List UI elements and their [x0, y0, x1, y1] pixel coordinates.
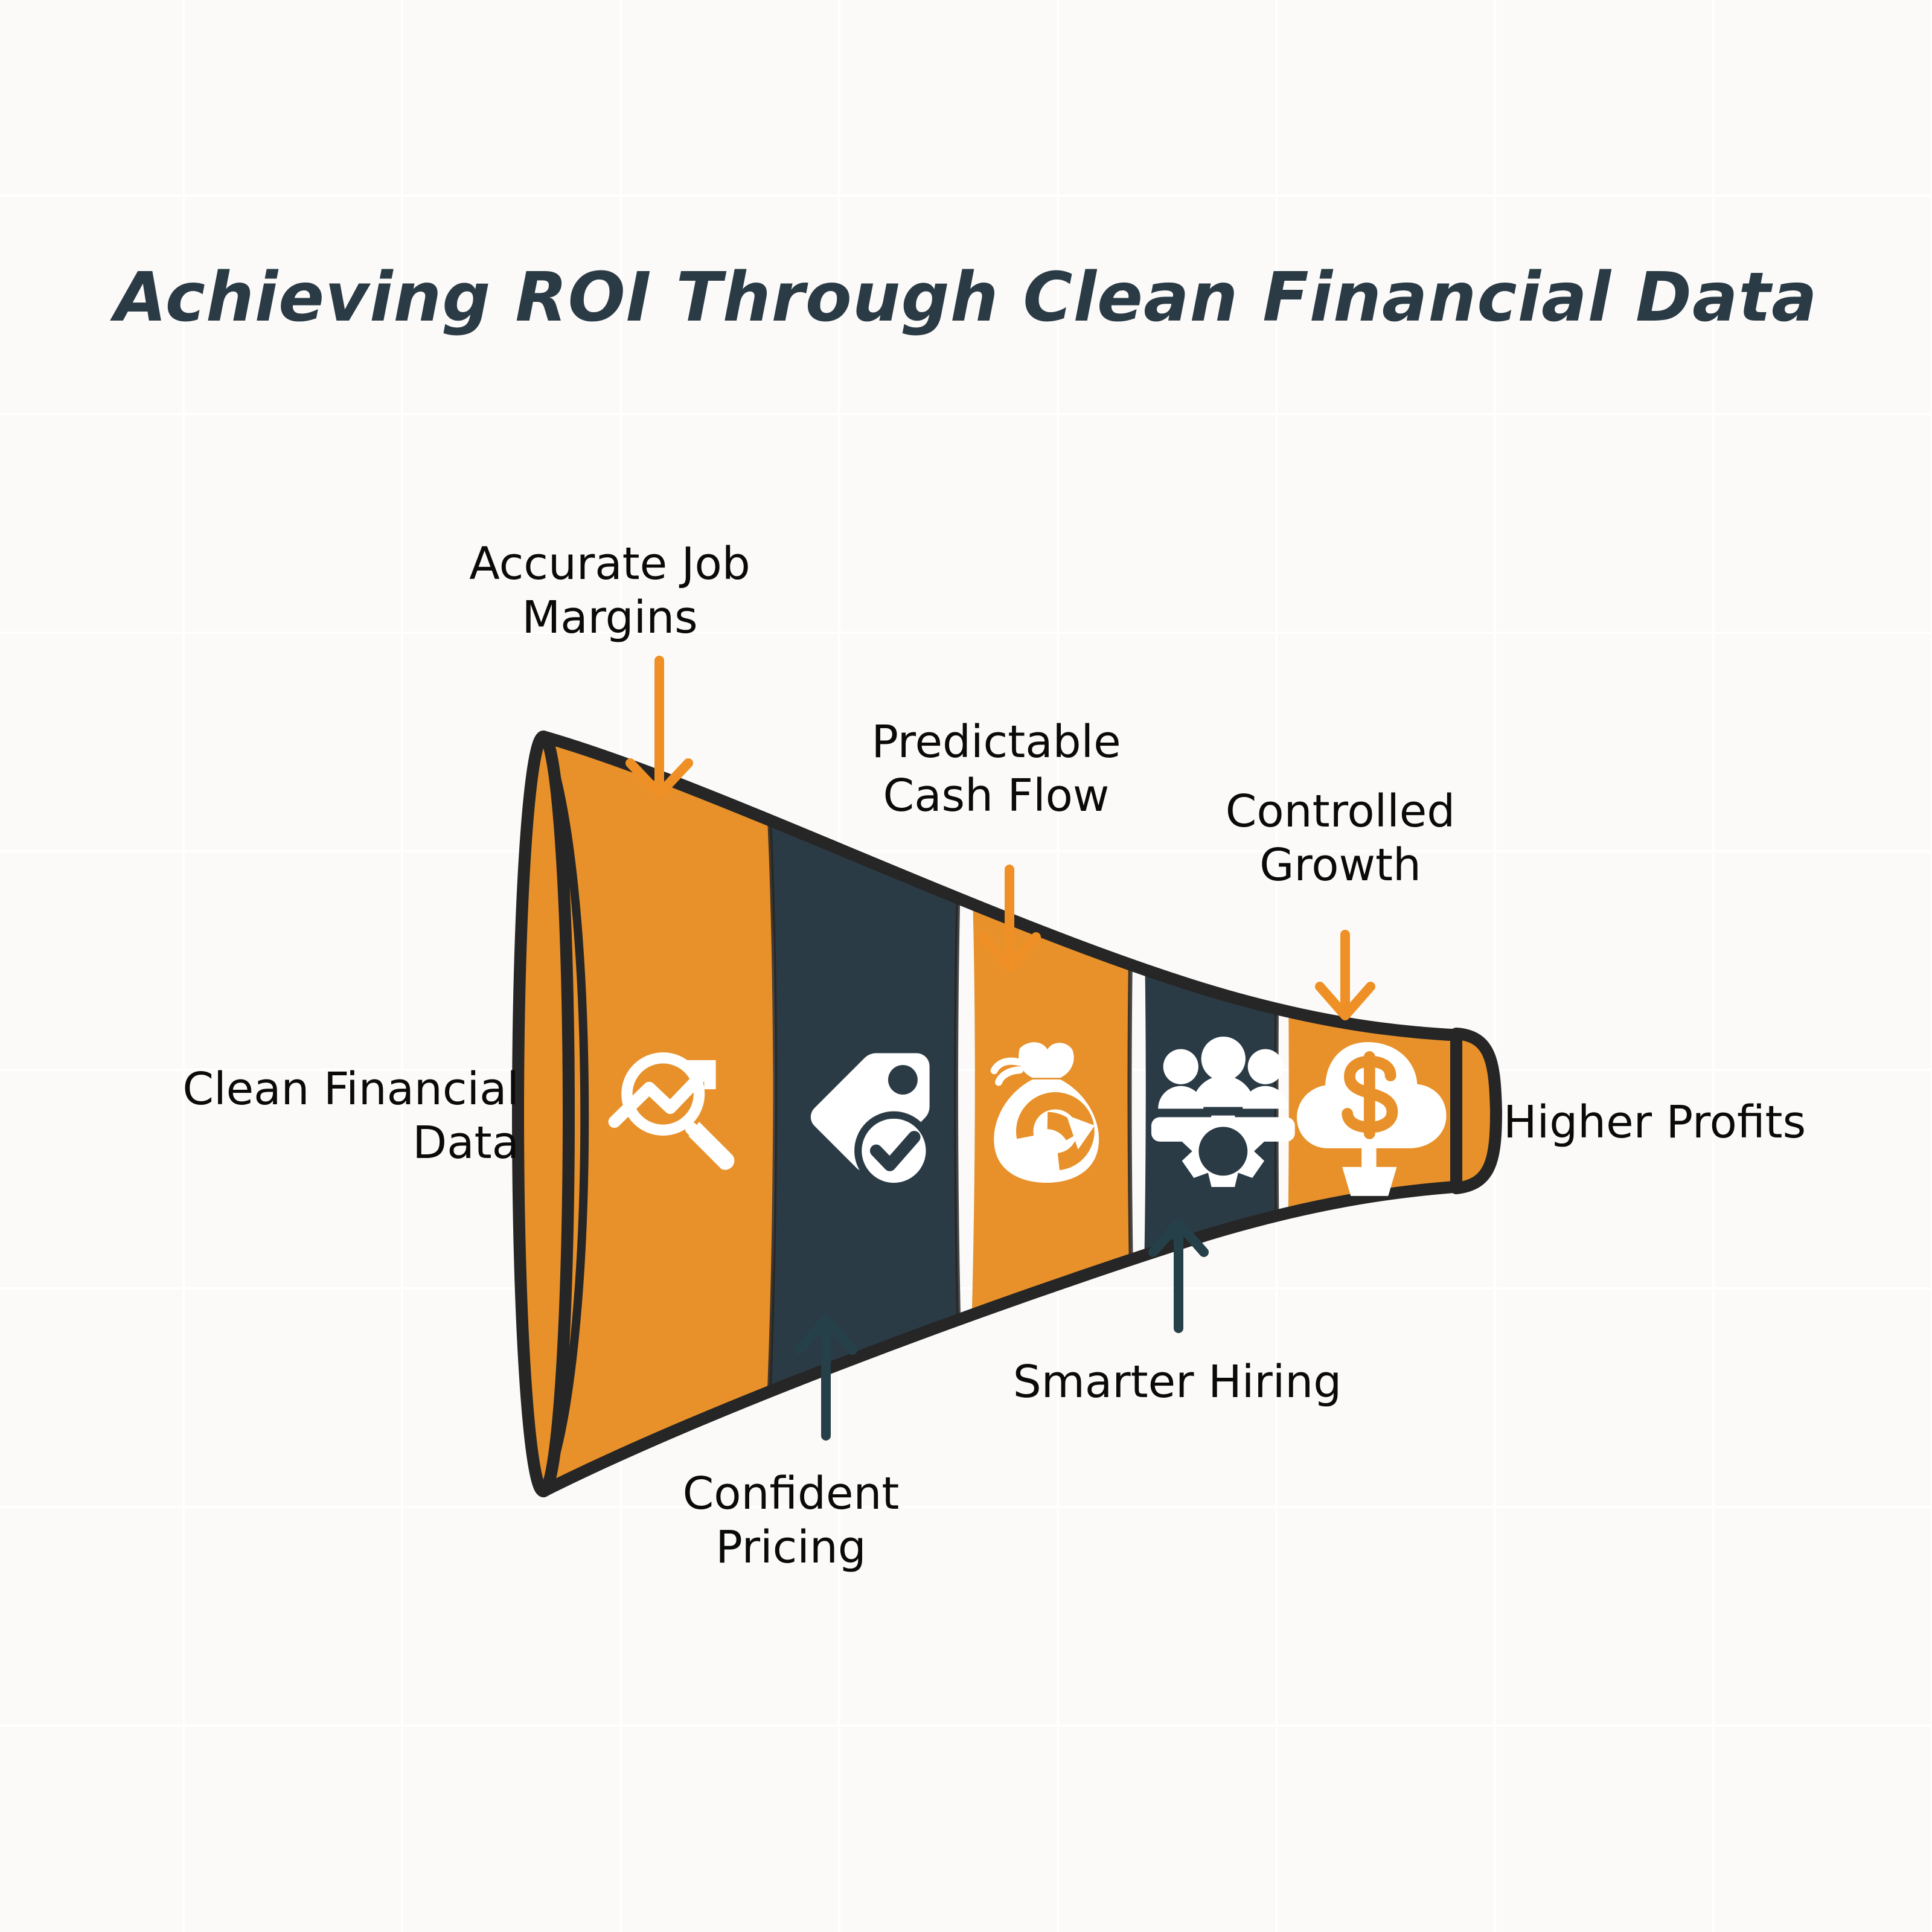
- label-accurate-job-margins: Accurate Job Margins: [469, 538, 750, 644]
- arrow-controlled-growth: [1315, 930, 1375, 1020]
- price-tag-check-icon: [810, 1053, 933, 1191]
- arrow-accurate-job-margins: [625, 656, 693, 799]
- magnifier-trend-icon: [608, 1052, 735, 1170]
- page-title: Achieving ROI Through Clean Financial Da…: [114, 258, 1818, 337]
- label-clean-financial-data: Clean Financial Data: [182, 1063, 519, 1169]
- funnel-mouth-inner-rim: [539, 735, 589, 1493]
- money-bag-cycle-icon: [990, 1042, 1099, 1183]
- label-smarter-hiring: Smarter Hiring: [1012, 1356, 1342, 1408]
- money-tree-icon: [1297, 1042, 1447, 1196]
- label-confident-pricing: Confident Pricing: [682, 1468, 900, 1573]
- funnel-end-cap: [1450, 1028, 1502, 1194]
- label-predictable-cash-flow: Predictable Cash Flow: [871, 716, 1121, 822]
- funnel-mouth-front: [512, 731, 575, 1497]
- team-gear-icon: [1151, 1036, 1295, 1188]
- arrow-predictable-cash-flow: [978, 865, 1041, 972]
- label-controlled-growth: Controlled Growth: [1225, 785, 1456, 891]
- label-higher-profits: Higher Profits: [1503, 1096, 1806, 1148]
- arrow-smarter-hiring: [1148, 1218, 1209, 1333]
- arrow-confident-pricing: [795, 1315, 857, 1441]
